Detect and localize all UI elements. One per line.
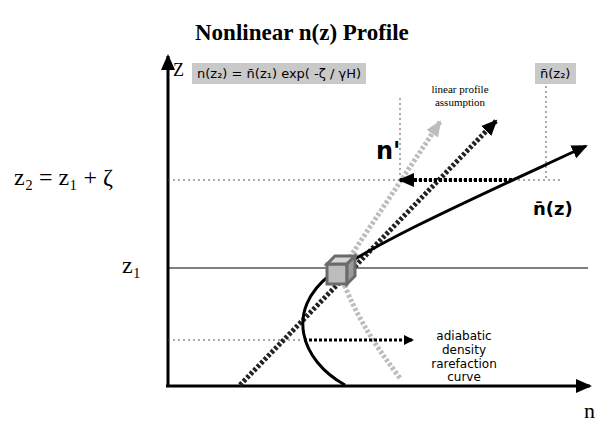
curve-label: n̄(z) (533, 198, 573, 219)
z-axis (167, 56, 170, 386)
axis-label: Z (173, 60, 184, 81)
box-text: n̄(z₂) (540, 66, 571, 81)
rarefaction-arrow (304, 339, 412, 342)
level-label: z₂ = z₁ + ζ (14, 164, 113, 191)
z2-level-line (168, 180, 560, 181)
grey-label-box: n̄(z₂) (535, 63, 576, 84)
grey-label-box: n(z₂) = n̄(z₁) exp( -ζ / γH) (192, 63, 366, 84)
box-text: n(z₂) = n̄(z₁) exp( -ζ / γH) (197, 66, 361, 81)
level-label: z₁ (122, 252, 141, 279)
diagram-title: Nonlinear n(z) Profile (195, 20, 409, 46)
perturbation-arrow (400, 178, 512, 182)
axis-label: n (584, 398, 595, 424)
z1-level-line (168, 268, 588, 269)
perturbation-label: n' (376, 137, 400, 165)
parcel-cube (327, 256, 355, 284)
mean-profile-curve (303, 146, 586, 385)
note-label: linear profile assumption (410, 83, 510, 108)
n-axis (166, 385, 590, 388)
note-label: adiabatic density rarefaction curve (418, 330, 510, 385)
